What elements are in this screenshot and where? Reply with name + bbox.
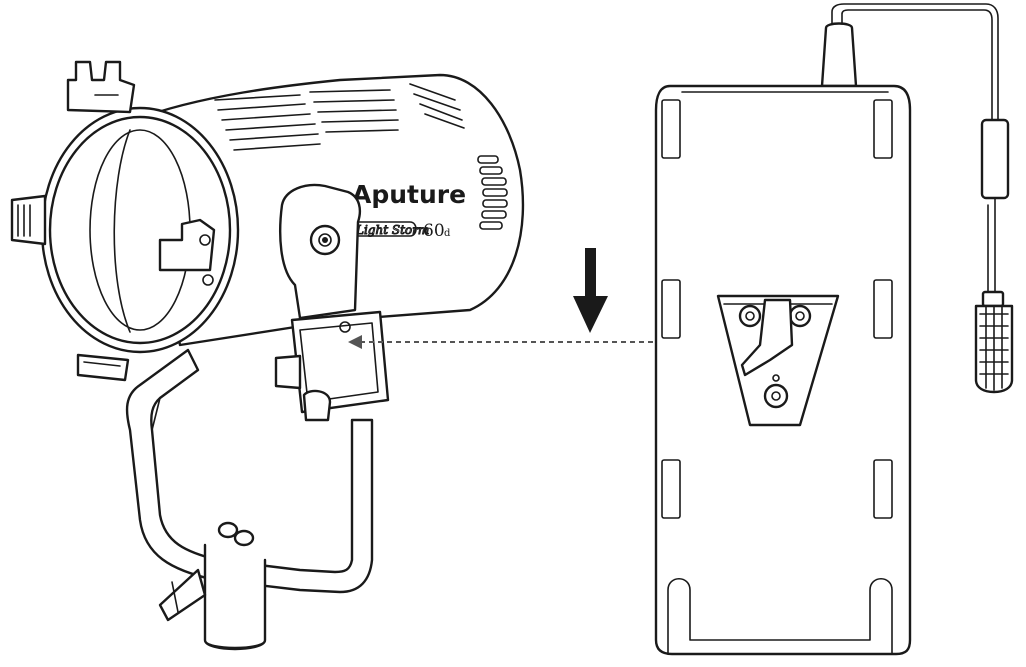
- cable-connector: [974, 118, 1014, 394]
- inner-clip: [158, 218, 216, 286]
- model-badge: Light Storm 60 d: [351, 221, 451, 241]
- model-number: 60: [423, 221, 445, 241]
- battery-plate: [654, 3, 999, 656]
- plate-top-connector: [820, 22, 858, 88]
- side-vents: [477, 155, 508, 230]
- left-clip: [10, 194, 47, 246]
- yoke-bracket: [125, 348, 374, 594]
- power-cable: [831, 3, 999, 121]
- yoke-knob-arm: [279, 183, 362, 320]
- down-arrow-icon: [573, 248, 608, 333]
- top-clip: [66, 60, 136, 114]
- model-name: Light Storm: [355, 223, 429, 237]
- brand-logo: Aputure: [352, 180, 466, 209]
- vlock-wedge: [716, 294, 840, 427]
- stand-spigot: [158, 543, 267, 651]
- bottom-clip: [76, 353, 130, 382]
- light-fixture: Aputure Light Storm 60 d: [10, 60, 525, 651]
- vmount-receiver: [274, 310, 390, 422]
- top-vents: [214, 83, 465, 151]
- model-suffix: d: [444, 228, 451, 239]
